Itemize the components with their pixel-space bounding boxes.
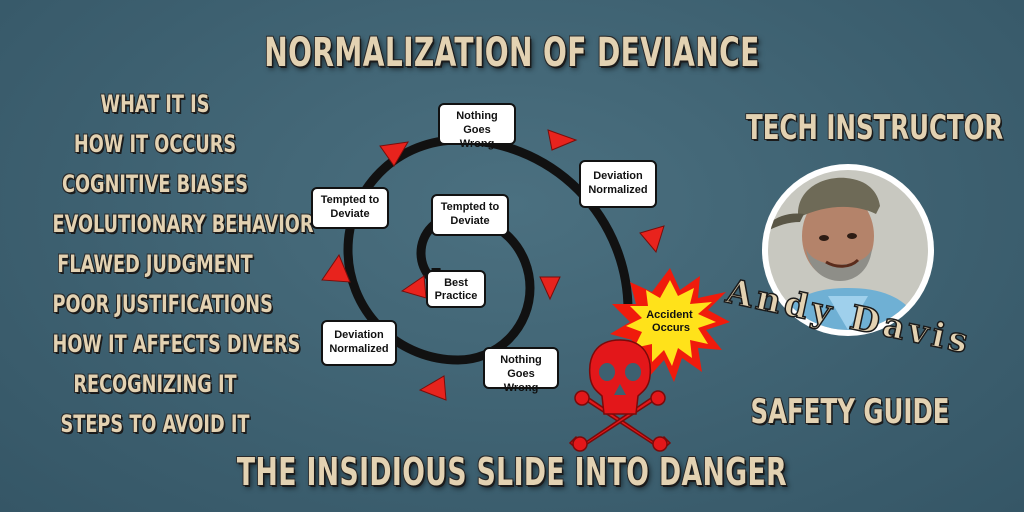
node-outer-tempted — [311, 187, 389, 229]
skull-and-crossbones-icon — [568, 339, 672, 452]
node-inner-nothing — [483, 347, 559, 389]
topic-item: STEPS TO AVOID IT — [60, 410, 250, 438]
topic-item: COGNITIVE BIASES — [62, 170, 248, 198]
topic-item: RECOGNIZING IT — [73, 370, 237, 398]
topic-list: WHAT IT IS HOW IT OCCURS COGNITIVE BIASE… — [30, 84, 314, 444]
tagline: THE INSIDIOUS SLIDE INTO DANGER — [236, 450, 788, 494]
topic-item: FLAWED JUDGMENT — [57, 250, 253, 278]
node-inner-tempted — [431, 194, 509, 236]
arrow-icon — [418, 375, 447, 401]
page-title: NORMALIZATION OF DEVIANCE — [264, 30, 760, 76]
arrow-icon — [539, 276, 561, 301]
arrow-icon — [379, 141, 409, 167]
arrow-icon — [321, 253, 351, 283]
topic-item: WHAT IT IS — [100, 90, 210, 118]
node-inner-normalized — [321, 320, 397, 366]
presenter-subtitle: SAFETY GUIDE — [750, 392, 950, 432]
topic-item: POOR JUSTIFICATIONS — [52, 290, 273, 318]
accident-label-line: Occurs — [652, 322, 690, 334]
node-outer-nothing — [438, 103, 516, 145]
accident-label: Accident Occurs — [646, 309, 696, 334]
arrowheads — [321, 129, 665, 401]
arrow-icon — [400, 275, 427, 299]
arrow-icon — [639, 225, 665, 254]
accident-label-line: Accident — [646, 309, 693, 321]
topic-item: HOW IT OCCURS — [73, 130, 237, 158]
node-outer-normalized — [579, 160, 657, 208]
arrow-icon — [547, 129, 578, 151]
